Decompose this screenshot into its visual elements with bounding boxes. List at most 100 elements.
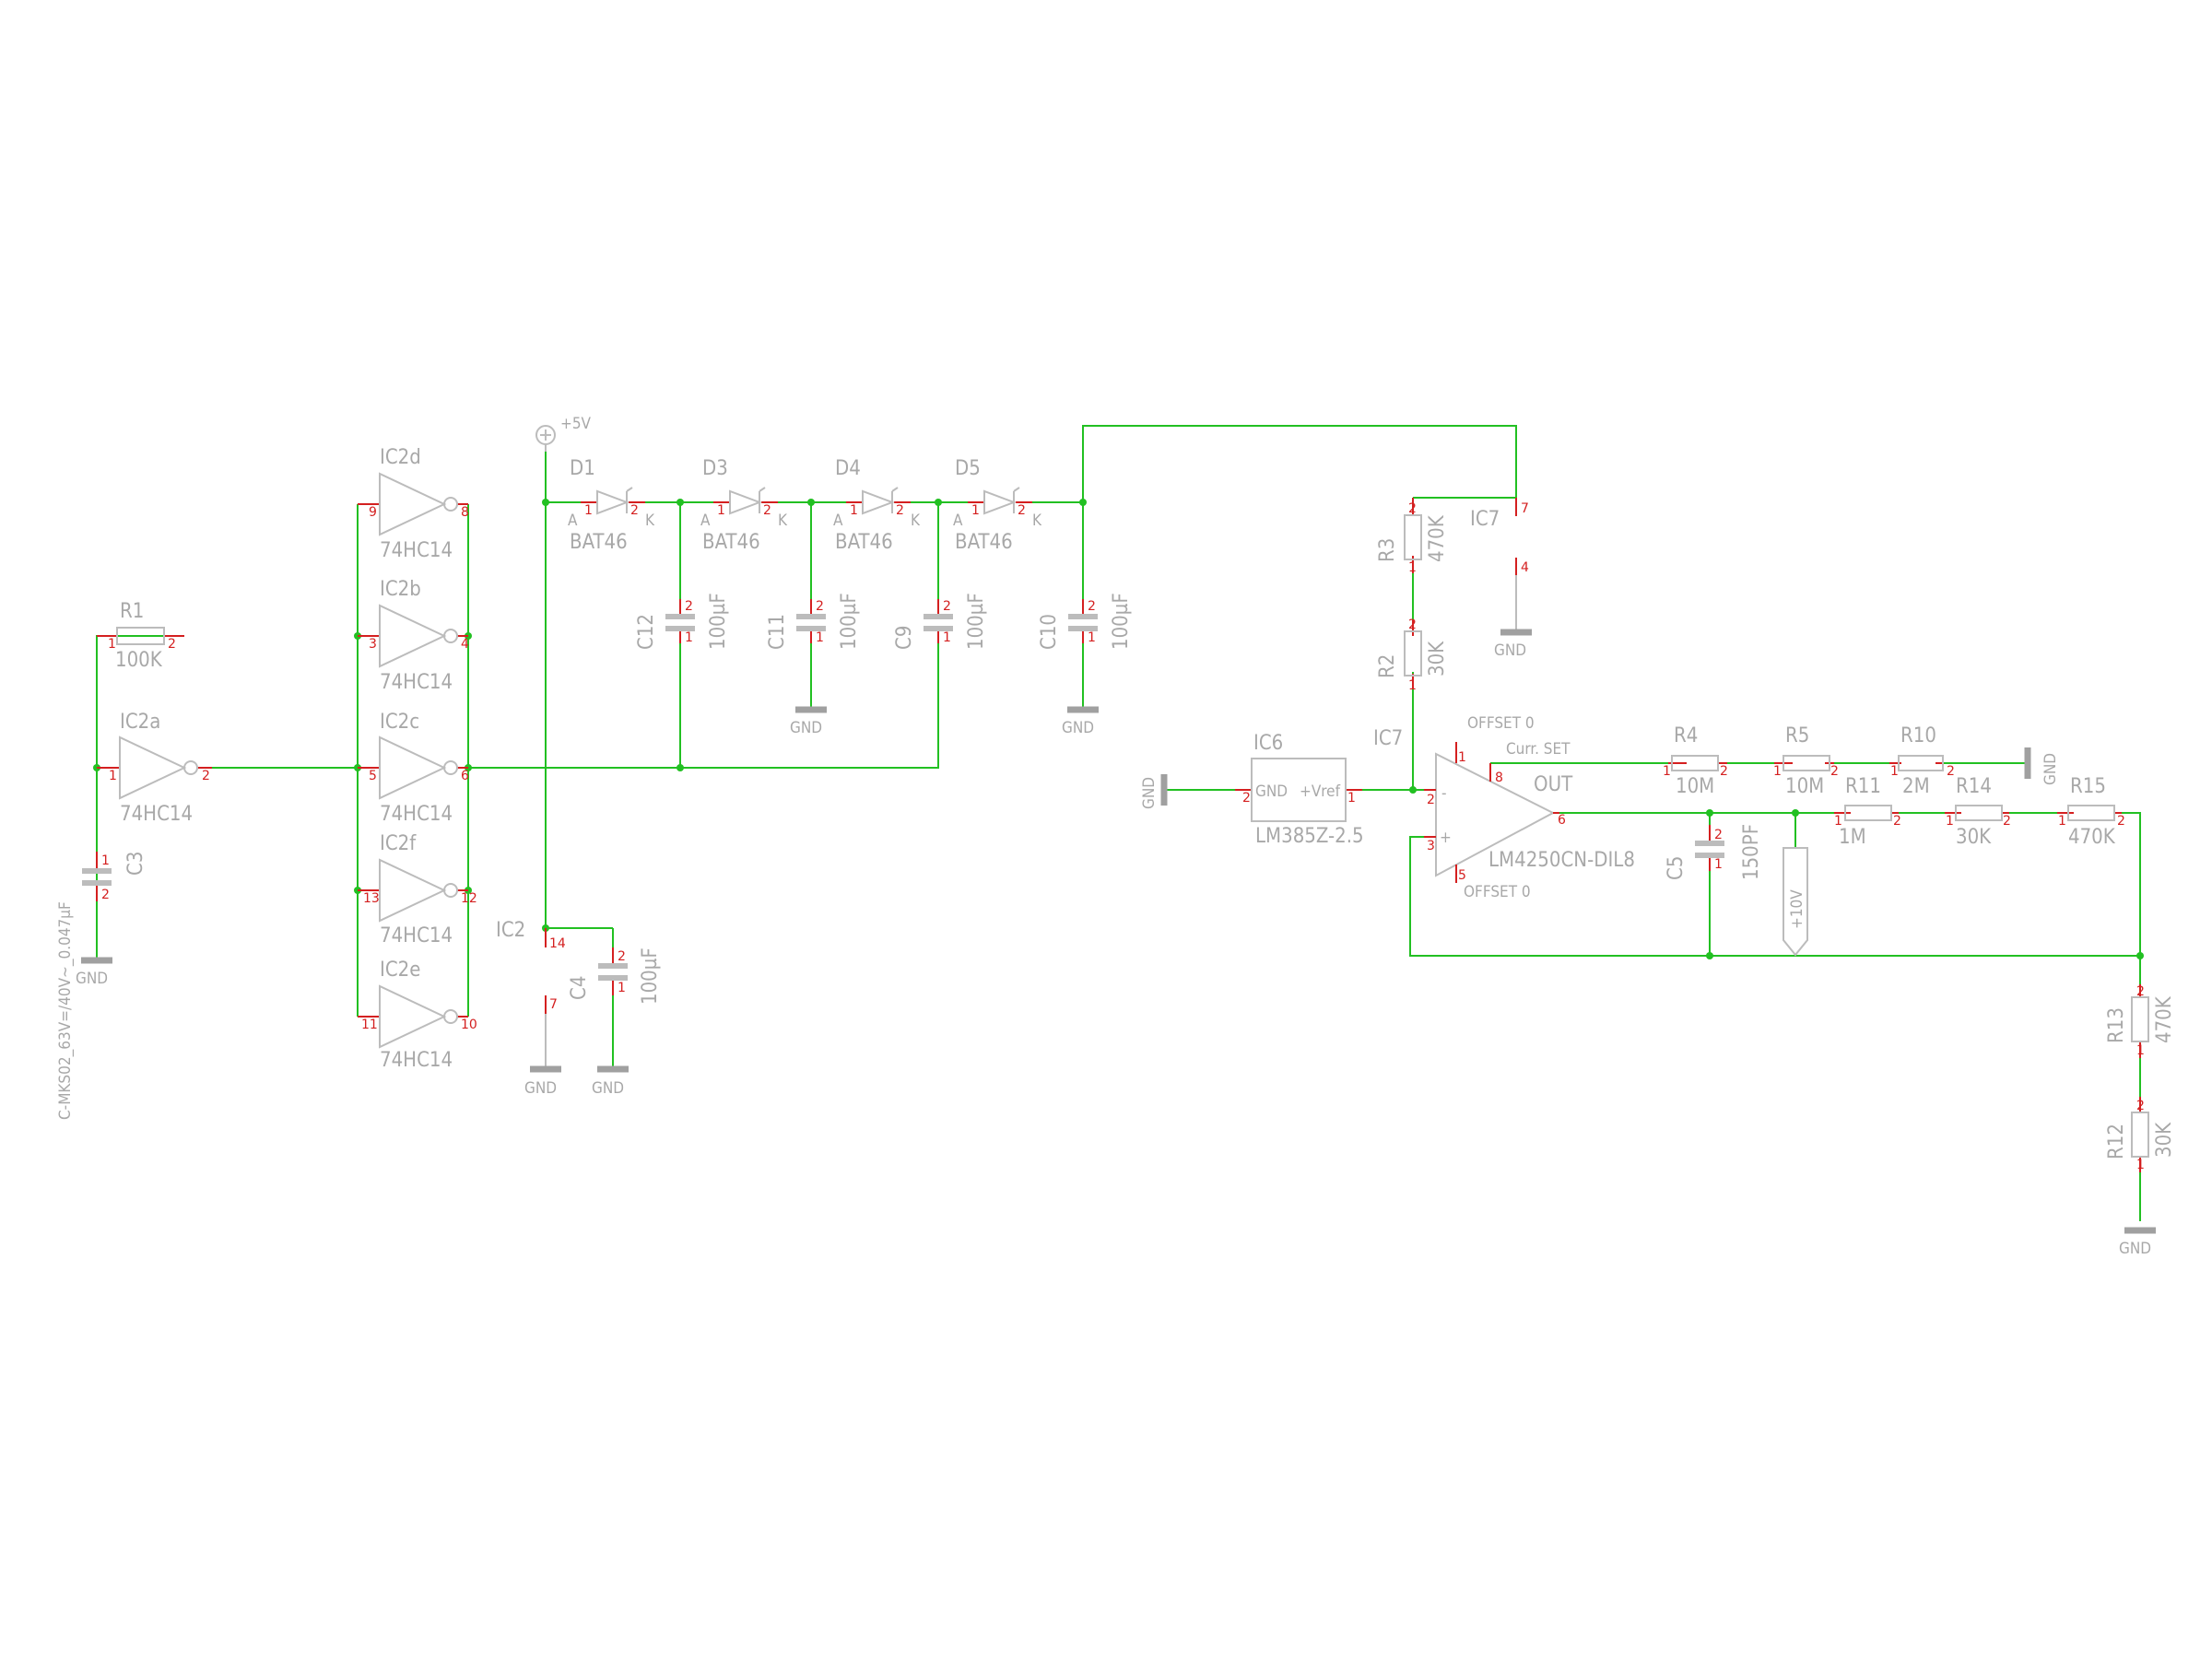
- svg-text:2: 2: [1018, 503, 1026, 518]
- svg-text:2: 2: [1408, 501, 1417, 516]
- svg-text:2: 2: [1427, 793, 1435, 807]
- svg-text:C11: C11: [766, 614, 789, 650]
- svg-text:1: 1: [584, 503, 593, 518]
- svg-text:+5V: +5V: [560, 415, 592, 433]
- svg-text:5: 5: [369, 769, 377, 783]
- svg-text:LM4250CN-DIL8: LM4250CN-DIL8: [1488, 849, 1635, 872]
- svg-text:3: 3: [369, 637, 377, 652]
- svg-text:GND: GND: [592, 1079, 624, 1098]
- svg-text:1: 1: [971, 503, 980, 518]
- svg-text:7: 7: [549, 997, 558, 1012]
- svg-text:2: 2: [943, 599, 951, 614]
- svg-text:74HC14: 74HC14: [120, 803, 193, 826]
- svg-text:2: 2: [2117, 814, 2125, 829]
- svg-text:2: 2: [1947, 764, 1955, 779]
- svg-text:11: 11: [361, 1018, 378, 1032]
- inverter-ic2c: IC2c 74HC14 5 6: [358, 711, 469, 826]
- svg-text:R5: R5: [1785, 724, 1809, 747]
- svg-text:1: 1: [685, 630, 693, 645]
- svg-text:1: 1: [1408, 678, 1417, 693]
- svg-text:IC2c: IC2c: [380, 711, 419, 734]
- svg-text:1: 1: [1834, 814, 1842, 829]
- svg-text:10: 10: [461, 1018, 477, 1032]
- svg-text:1: 1: [2136, 1043, 2145, 1058]
- svg-text:1: 1: [1773, 764, 1782, 779]
- svg-text:2: 2: [2003, 814, 2011, 829]
- svg-text:C4: C4: [568, 976, 591, 1000]
- svg-text:D4: D4: [835, 457, 861, 480]
- svg-text:BAT46: BAT46: [702, 531, 760, 554]
- svg-text:+: +: [1440, 829, 1452, 847]
- svg-text:1: 1: [1946, 814, 1954, 829]
- svg-text:C9: C9: [893, 626, 916, 650]
- svg-text:74HC14: 74HC14: [380, 924, 453, 947]
- svg-text:GND: GND: [1494, 641, 1526, 660]
- svg-text:D3: D3: [702, 457, 728, 480]
- svg-text:LM385Z-2.5: LM385Z-2.5: [1255, 825, 1364, 848]
- svg-text:GND: GND: [1140, 777, 1159, 809]
- inverter-ic2a: IC2a 74HC14 1 2: [97, 711, 212, 826]
- capacitor-c10: C10 100µF 21: [1038, 593, 1133, 650]
- svg-text:A: A: [568, 512, 578, 530]
- capacitor-c3: C3 C-MKS02_63V=/40V~_0.047µF 12: [56, 852, 147, 1120]
- resistor-r2: R2 30K 21: [1376, 618, 1449, 693]
- svg-text:BAT46: BAT46: [955, 531, 1013, 554]
- svg-text:74HC14: 74HC14: [380, 1049, 453, 1072]
- svg-text:OUT: OUT: [1534, 773, 1573, 796]
- resistor-r13: R13 470K 21: [2105, 984, 2176, 1058]
- capacitor-c5: C5 150PF 21: [1665, 824, 1763, 880]
- svg-text:14: 14: [549, 936, 566, 951]
- svg-text:74HC14: 74HC14: [380, 671, 453, 694]
- junctions: [93, 499, 2144, 959]
- svg-text:1: 1: [2058, 814, 2066, 829]
- svg-text:2: 2: [1720, 764, 1728, 779]
- capacitor-c9: C9 100µF 21: [893, 593, 988, 650]
- svg-text:2: 2: [630, 503, 639, 518]
- opamp-ic7: - + IC7 OFFSET 0 OFFSET 0 Curr. SET OUT …: [1373, 714, 1635, 901]
- svg-text:GND: GND: [2119, 1240, 2151, 1258]
- svg-text:IC7: IC7: [1373, 727, 1403, 750]
- svg-text:100µF: 100µF: [965, 593, 988, 650]
- svg-text:R12: R12: [2105, 1124, 2128, 1159]
- svg-text:C10: C10: [1038, 614, 1061, 650]
- svg-text:R11: R11: [1845, 775, 1881, 798]
- svg-text:GND: GND: [1255, 782, 1288, 801]
- svg-text:GND: GND: [1062, 719, 1094, 737]
- svg-text:C12: C12: [635, 614, 658, 650]
- capacitor-c12: C12 100µF 21: [635, 593, 730, 650]
- svg-text:470K: 470K: [1426, 514, 1449, 562]
- svg-text:100µF: 100µF: [838, 593, 861, 650]
- svg-text:+Vref: +Vref: [1300, 782, 1341, 801]
- svg-text:1: 1: [1347, 791, 1356, 806]
- svg-text:150PF: 150PF: [1740, 824, 1763, 880]
- svg-text:OFFSET 0: OFFSET 0: [1464, 883, 1531, 901]
- svg-text:1: 1: [1458, 750, 1466, 765]
- svg-text:OFFSET 0: OFFSET 0: [1467, 714, 1535, 733]
- svg-text:74HC14: 74HC14: [380, 803, 453, 826]
- svg-text:C-MKS02_63V=/40V~_0.047µF: C-MKS02_63V=/40V~_0.047µF: [56, 901, 75, 1120]
- svg-text:R2: R2: [1376, 654, 1399, 678]
- svg-text:R3: R3: [1376, 538, 1399, 562]
- svg-text:12: 12: [461, 891, 477, 906]
- svg-text:R1: R1: [120, 600, 144, 623]
- svg-text:3: 3: [1427, 839, 1435, 853]
- svg-text:100µF: 100µF: [707, 593, 730, 650]
- svg-text:2: 2: [202, 769, 210, 783]
- svg-text:2: 2: [168, 637, 176, 652]
- svg-text:GND: GND: [76, 970, 108, 988]
- svg-text:2: 2: [2136, 984, 2145, 999]
- svg-text:2: 2: [1893, 814, 1901, 829]
- svg-text:2: 2: [2136, 1099, 2145, 1113]
- svg-text:1: 1: [2136, 1158, 2145, 1172]
- svg-text:74HC14: 74HC14: [380, 539, 453, 562]
- svg-text:9: 9: [369, 505, 377, 520]
- svg-text:6: 6: [1558, 813, 1566, 828]
- svg-text:IC2e: IC2e: [380, 959, 420, 982]
- svg-text:10M: 10M: [1785, 775, 1824, 798]
